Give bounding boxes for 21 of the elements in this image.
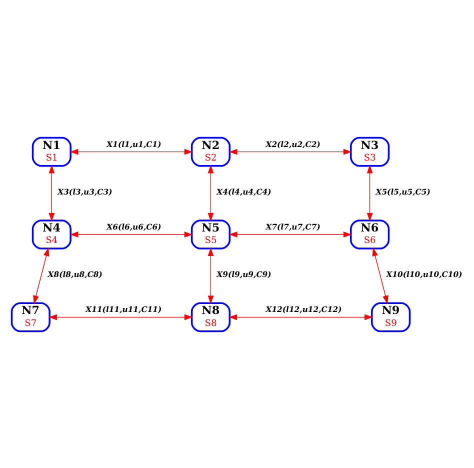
node-box: N5 S5 <box>190 219 231 249</box>
node-box: N1 S1 <box>32 136 72 166</box>
node-box: N2 S2 <box>190 136 231 166</box>
arrow <box>48 164 55 221</box>
arrow <box>366 164 373 221</box>
node-box: N3 S3 <box>350 136 390 166</box>
arrow <box>228 314 373 320</box>
node-box: N9 S9 <box>371 302 411 332</box>
arrow <box>70 148 193 154</box>
arrow <box>208 164 214 221</box>
node-box: N7 S7 <box>10 302 50 332</box>
arrow <box>208 247 214 304</box>
node-box: N4 S4 <box>32 219 72 249</box>
arrow <box>48 314 193 320</box>
node-box: N8 S8 <box>190 302 231 332</box>
arrow <box>372 247 388 304</box>
arrow <box>33 247 50 304</box>
arrow <box>228 231 352 237</box>
node-box: N6 S6 <box>350 219 390 249</box>
arrow <box>70 231 193 237</box>
arrow <box>228 148 352 154</box>
